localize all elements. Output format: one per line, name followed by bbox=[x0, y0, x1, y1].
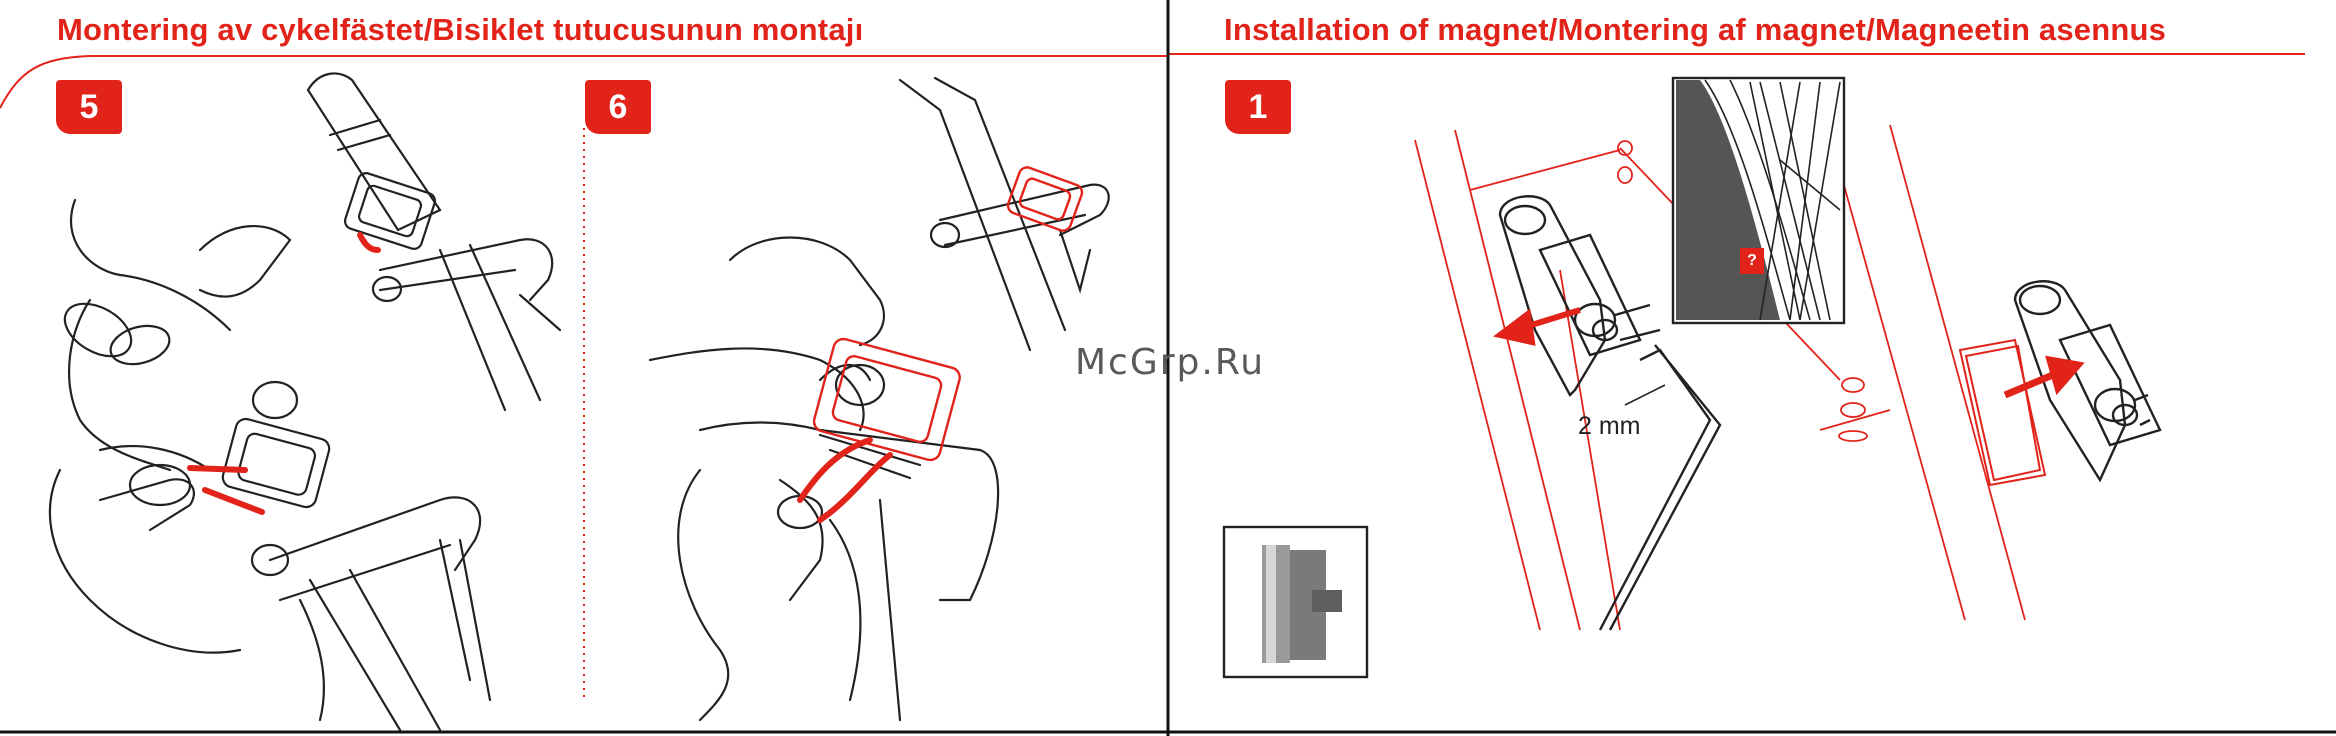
magnet-plate bbox=[1960, 340, 2045, 485]
detail-marker: ? bbox=[1740, 248, 1764, 274]
step5-illustration bbox=[50, 73, 560, 730]
step-5-badge: 5 bbox=[56, 80, 122, 134]
measure-leader bbox=[1625, 385, 1665, 405]
magnet-photo-thumbnail bbox=[1224, 527, 1367, 677]
step-6-badge: 6 bbox=[585, 80, 651, 134]
step6-illustration bbox=[650, 78, 1109, 720]
header-rule-left bbox=[0, 56, 1168, 108]
watermark: McGrp.Ru bbox=[1075, 342, 1265, 383]
wheel-detail-inset bbox=[1673, 78, 1844, 323]
step6-red-mount bbox=[812, 165, 1084, 462]
step-1-badge: 1 bbox=[1225, 80, 1291, 134]
step5-red-strap bbox=[190, 235, 378, 512]
allen-key-size-label: 2 mm bbox=[1578, 412, 1641, 441]
left-section-title: Montering av cykelfästet/Bisiklet tutucu… bbox=[57, 12, 863, 48]
arrow-right bbox=[2005, 360, 2078, 395]
right-section-title: Installation of magnet/Montering af magn… bbox=[1224, 12, 2166, 48]
